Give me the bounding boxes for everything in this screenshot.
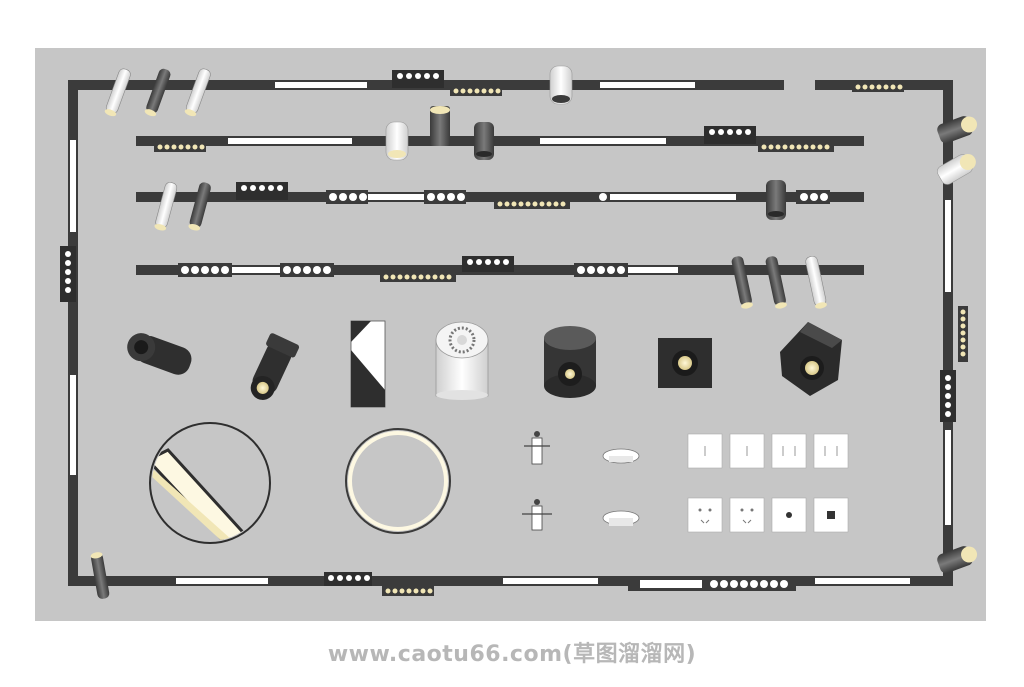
wall-switch-double [813, 433, 849, 469]
grille-module [324, 572, 372, 586]
surface-cylinder-light [937, 546, 978, 574]
cylinder-downlight-two-tone [350, 320, 386, 408]
inner-track-1 [136, 136, 864, 146]
single-dot-light [599, 193, 607, 201]
dot-strip-module [628, 577, 706, 591]
wall-socket-square [813, 497, 849, 533]
led-strip-module [382, 586, 434, 596]
grille-module [392, 70, 444, 88]
led-strip-module [958, 306, 968, 362]
wall-switch-single [729, 433, 765, 469]
led-strip-module [154, 142, 206, 152]
led-strip-module [380, 272, 456, 282]
track-spotlight [765, 256, 787, 309]
led-strip-module [494, 199, 570, 209]
track-spotlight [154, 182, 178, 231]
recessed-mount-clip [524, 431, 550, 465]
grille-module [704, 126, 756, 144]
wall-socket-round [771, 497, 807, 533]
surface-cylinder-light [549, 65, 573, 105]
wall-socket-five-hole [729, 497, 765, 533]
wall-socket-five-hole [687, 497, 723, 533]
led-strip-module [450, 86, 502, 96]
dot-strip-module [280, 263, 334, 277]
track-spotlight [188, 182, 211, 231]
grille-module [60, 246, 76, 302]
track-spotlight [90, 552, 110, 599]
round-ring-light [345, 428, 451, 534]
dot-strip-module [326, 190, 368, 204]
recessed-mount-clip [522, 499, 552, 531]
track-spotlight [144, 68, 171, 117]
grille-module [462, 256, 514, 272]
dot-strip-module [796, 190, 830, 204]
dot-strip-module [178, 263, 232, 277]
led-strip-module [758, 142, 834, 152]
surface-downlight-black [544, 326, 596, 398]
cube-spotlight [780, 322, 842, 396]
watermark-text: www.caotu66.com(草图溜溜网) [327, 642, 697, 667]
surface-cylinder-light [430, 106, 450, 146]
grille-module [940, 370, 956, 422]
grille-module [236, 182, 288, 200]
surface-cylinder-light [474, 122, 494, 160]
surface-cylinder-light [937, 116, 978, 144]
round-panel-light-diagonal [149, 422, 271, 544]
surface-cylinder-light [937, 154, 976, 185]
board-background [35, 48, 986, 621]
inner-track-2 [136, 192, 864, 202]
wall-spotlight-dark [127, 333, 192, 375]
smoke-detector [602, 510, 640, 526]
smoke-detector [602, 448, 640, 464]
track-spotlight [805, 255, 827, 309]
led-strip-module [852, 82, 904, 92]
track-spotlight [184, 68, 211, 117]
track-spotlight [731, 256, 753, 309]
wall-switch-single [687, 433, 723, 469]
dot-strip-module [574, 263, 628, 277]
surface-cylinder-light [766, 180, 786, 220]
adjustable-spotlight [250, 333, 300, 400]
surface-downlight-white [435, 321, 489, 400]
square-downlight [658, 338, 712, 388]
dot-strip-module [424, 190, 466, 204]
surface-cylinder-light [385, 121, 409, 161]
dot-strip-module [706, 577, 796, 591]
wall-switch-double [771, 433, 807, 469]
track-spotlight [104, 68, 131, 117]
